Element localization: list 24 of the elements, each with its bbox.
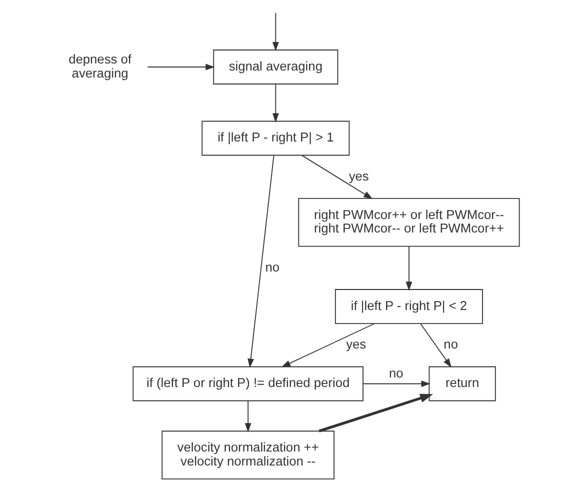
arrow — [146, 64, 214, 70]
node-box: if |left P - right P| > 1 — [201, 120, 350, 156]
node-box: right PWMcor++ or left PWMcor-- right PWMcor-- or left PWMcor++ — [298, 198, 520, 247]
edge-label: yes — [348, 168, 368, 184]
arrow — [272, 12, 278, 52]
arrow — [362, 380, 430, 387]
node-box: return — [428, 366, 496, 402]
node-box: if |left P - right P| < 2 — [334, 289, 482, 324]
edge-label: yes — [346, 336, 366, 352]
edge-label: no — [388, 366, 403, 381]
edge-label: no — [264, 259, 280, 274]
arrow — [405, 246, 412, 291]
arrow — [420, 323, 452, 368]
node-box: signal averaging — [212, 50, 338, 84]
arrow — [244, 400, 251, 432]
arrow — [301, 154, 372, 200]
arrow — [272, 84, 278, 122]
node-box: if (left P or right P) != defined period — [132, 366, 363, 402]
arrow — [280, 323, 374, 368]
node-box: velocity normalization ++ velocity normalization -- — [161, 430, 334, 480]
arrow — [247, 155, 274, 368]
arrow — [318, 394, 433, 432]
edge-label: no — [443, 336, 458, 352]
node-text: depness of averaging — [68, 51, 131, 80]
